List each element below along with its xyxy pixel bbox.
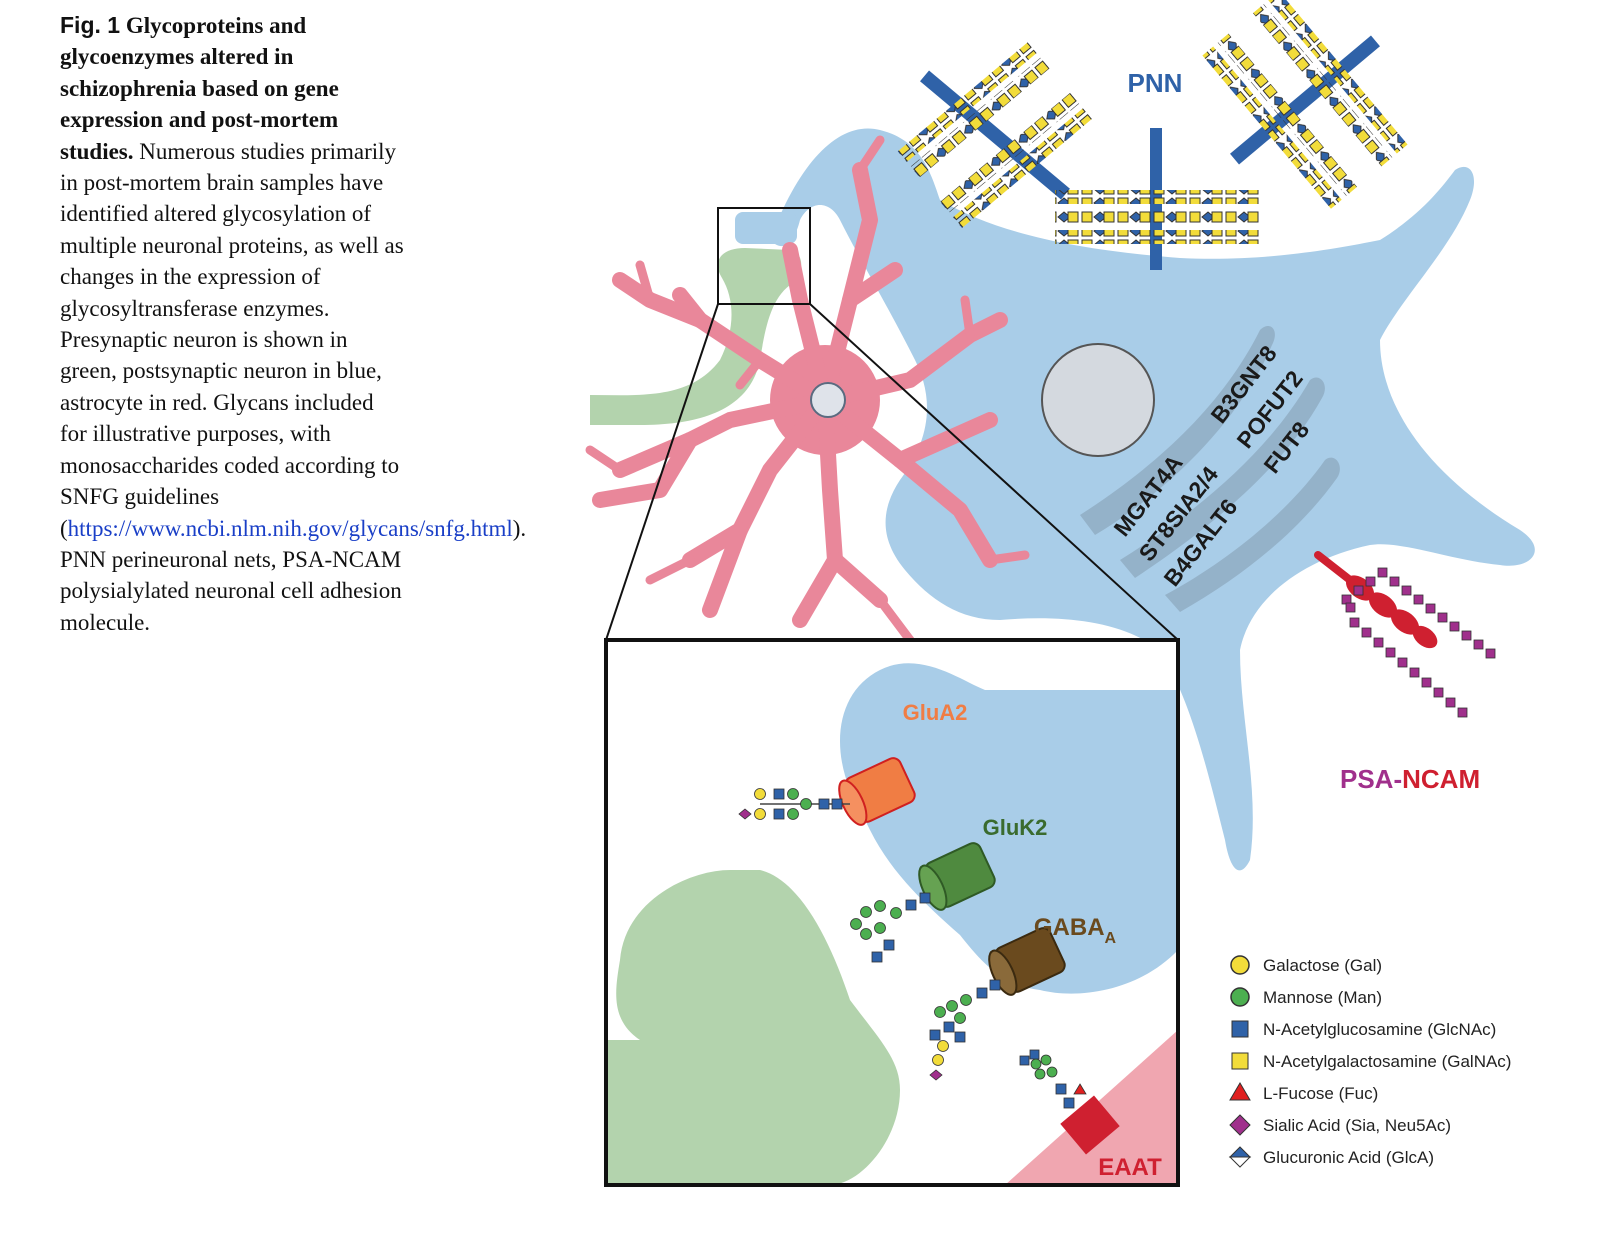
caption-body-end: ). PNN perineuronal nets, PSA-NCAM polys… xyxy=(60,515,527,635)
gaba-a-receptor: GABAA xyxy=(929,914,1117,1081)
figure-title: Glycoproteins and glycoenzymes altered i… xyxy=(60,13,339,164)
psa-ncam-label: PSA-NCAM xyxy=(1340,764,1480,794)
sialic-diamond-icon xyxy=(1229,1114,1251,1136)
gaba-label: GABAA xyxy=(1034,914,1117,947)
glua2-receptor: GluA2 xyxy=(738,700,968,826)
zoom-indicator xyxy=(605,207,1179,641)
gaba-label-subscript: A xyxy=(1105,930,1117,947)
fucose-triangle-icon xyxy=(1229,1082,1251,1101)
psa-ncam: PSA-NCAM xyxy=(1314,551,1496,794)
perineuronal-nets: PNN xyxy=(897,0,1408,270)
astrocyte xyxy=(585,135,1030,645)
snfg-link[interactable]: https://www.ncbi.nlm.nih.gov/glycans/snf… xyxy=(67,515,513,541)
mannose-circle-icon xyxy=(1230,987,1250,1007)
glucuronic-diamond-icon xyxy=(1228,1146,1252,1168)
neuron-nucleus xyxy=(1041,343,1155,457)
postsynaptic-neuron xyxy=(735,128,1535,871)
legend-label: N-Acetylglucosamine (GlcNAc) xyxy=(1263,1020,1496,1039)
legend-label: Sialic Acid (Sia, Neu5Ac) xyxy=(1263,1116,1451,1135)
legend-label: Galactose (Gal) xyxy=(1263,956,1382,975)
pnn-label: PNN xyxy=(1128,68,1183,98)
gluk2-label: GluK2 xyxy=(983,815,1048,840)
galactose-circle-icon xyxy=(1230,955,1250,975)
gaba-label-main: GABA xyxy=(1034,914,1105,941)
eaat-label: EAAT xyxy=(1098,1154,1162,1181)
legend-label: N-Acetylgalactosamine (GalNAc) xyxy=(1263,1052,1511,1071)
legend-label: Mannose (Man) xyxy=(1263,988,1382,1007)
caption-body-start: Numerous studies primarily in post-morte… xyxy=(60,138,404,541)
glua2-label: GluA2 xyxy=(903,700,968,725)
gluk2-receptor: GluK2 xyxy=(850,815,1048,963)
snfg-legend: Galactose (Gal) Mannose (Man) N-Acetylgl… xyxy=(1228,955,1511,1168)
galnac-square-icon xyxy=(1231,1052,1249,1070)
ncam-label: NCAM xyxy=(1402,764,1480,794)
legend-label: Glucuronic Acid (GlcA) xyxy=(1263,1148,1434,1167)
legend-label: L-Fucose (Fuc) xyxy=(1263,1084,1378,1103)
figure-caption: Fig. 1 Glycoproteins and glycoenzymes al… xyxy=(60,10,526,638)
psa-label: PSA- xyxy=(1340,764,1402,794)
glcnac-square-icon xyxy=(1231,1020,1249,1038)
figure-number: Fig. 1 xyxy=(60,12,121,38)
synapse-inset: GluA2 GluK2 xyxy=(604,638,1180,1187)
golgi-folds xyxy=(1080,325,1340,612)
eaat-transporter: EAAT xyxy=(1019,1049,1162,1181)
